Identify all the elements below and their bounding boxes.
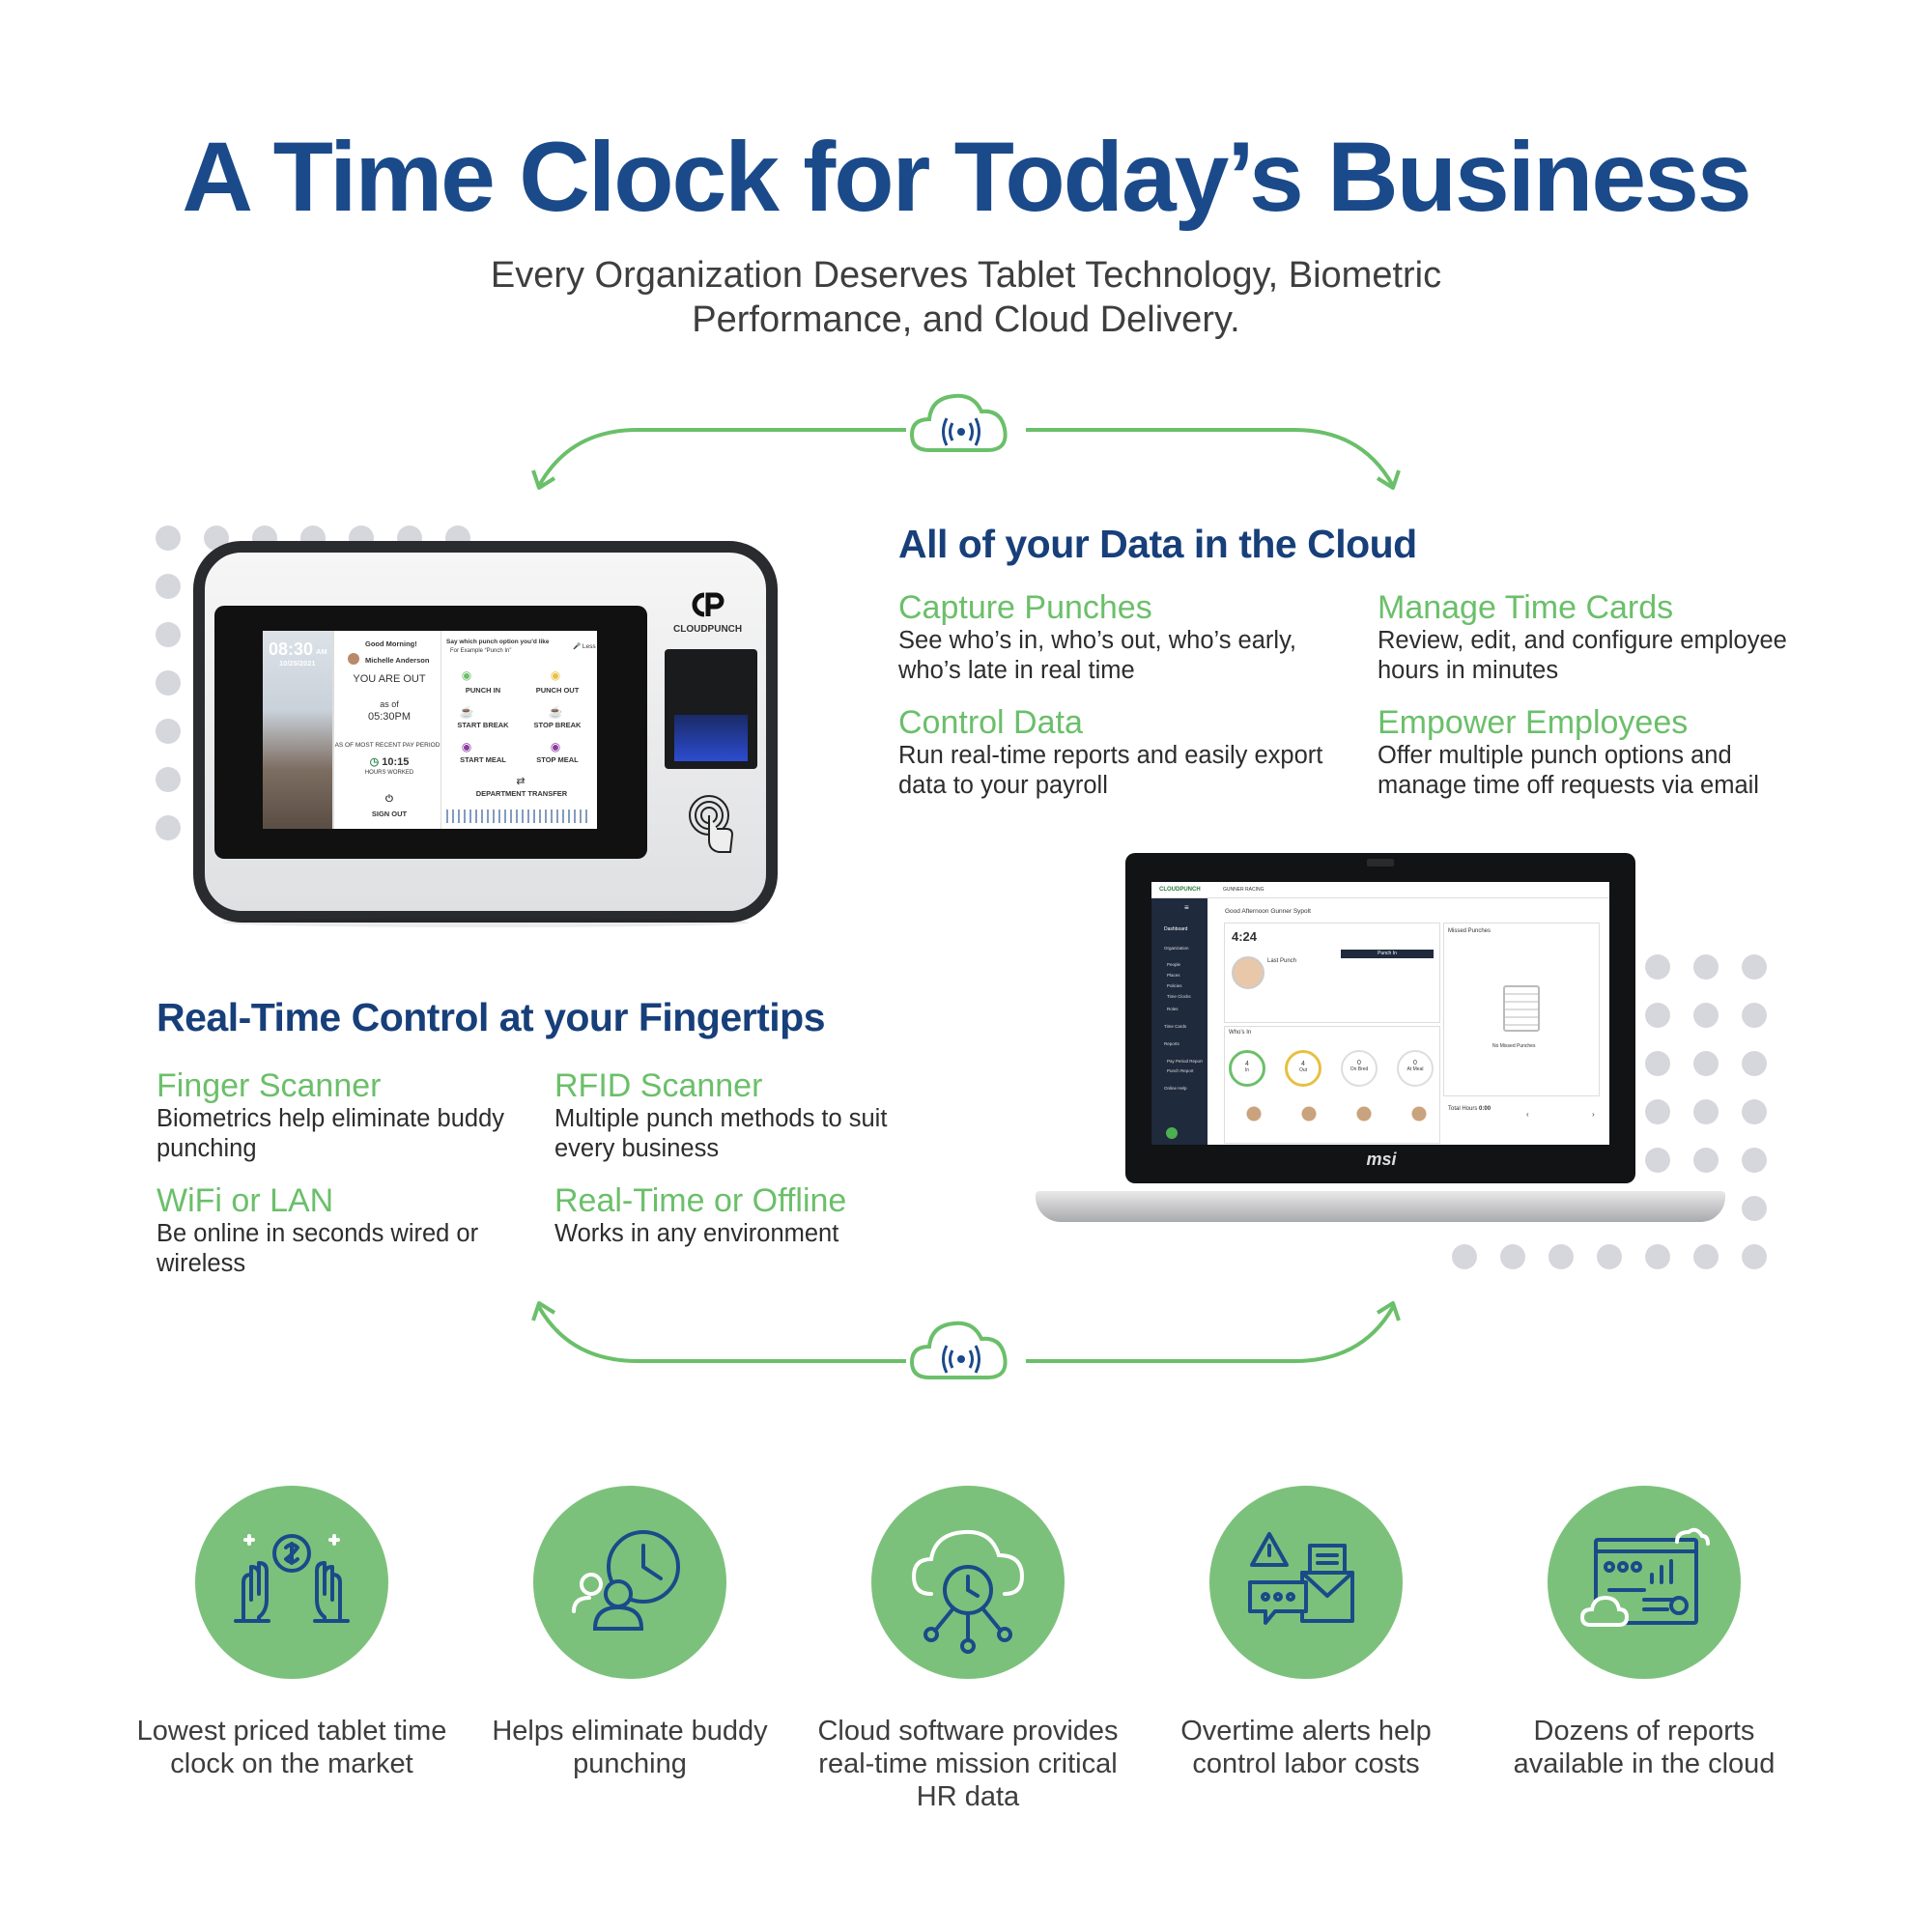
benefit-caption-price: Lowest priced tablet time clock on the m… xyxy=(136,1716,447,1779)
punch-out-icon: ◉ xyxy=(550,668,561,682)
benefit-caption-cloud: Cloud software provides real-time missio… xyxy=(817,1716,1119,1812)
punch-in-button[interactable]: PUNCH IN xyxy=(465,686,501,695)
benefit-caption-reports: Dozens of reports available in the cloud xyxy=(1513,1716,1776,1779)
nav-time-cards[interactable]: Time Cards xyxy=(1164,1024,1187,1029)
shuffle-icon: ⇄ xyxy=(516,776,526,787)
punch-status: YOU ARE OUT xyxy=(353,673,426,685)
chat-button[interactable] xyxy=(1166,1127,1178,1139)
control-section-title: Real-Time Control at your Fingertips xyxy=(156,995,826,1039)
nav-places[interactable]: Places xyxy=(1167,973,1180,978)
benefit-caption-overtime: Overtime alerts help control labor costs xyxy=(1180,1716,1432,1779)
city-photo xyxy=(263,631,332,829)
nav-organization[interactable]: Organization xyxy=(1164,946,1189,951)
stop-meal-button[interactable]: STOP MEAL xyxy=(536,755,579,764)
alert-mail-icon xyxy=(1209,1486,1403,1679)
start-meal-icon: ◉ xyxy=(461,740,472,753)
whos-in-card xyxy=(1224,1026,1440,1144)
nav-roles[interactable]: Roles xyxy=(1167,1007,1179,1011)
app-sidebar xyxy=(1151,898,1208,1145)
sync-arrow-bottom xyxy=(531,1301,1401,1363)
nav-people[interactable]: People xyxy=(1167,962,1181,967)
start-break-icon: ☕ xyxy=(459,705,474,719)
nav-policies[interactable]: Policies xyxy=(1167,983,1182,988)
punch-card xyxy=(1224,923,1440,1023)
power-icon[interactable]: ⏻ xyxy=(385,794,393,805)
page-subtitle: Every Organization Deserves Tablet Techn… xyxy=(490,255,1442,340)
chevron-left-icon[interactable]: ‹ xyxy=(1526,1110,1529,1119)
laptop-brand: msi xyxy=(1366,1150,1397,1169)
sign-out-button[interactable]: SIGN OUT xyxy=(371,810,408,818)
cloudpunch-logo-icon xyxy=(692,592,724,617)
missed-punches-card xyxy=(1443,923,1600,1096)
cloud-wifi-icon xyxy=(909,393,1008,452)
punch-out-button[interactable]: PUNCH OUT xyxy=(535,686,580,695)
avatar xyxy=(348,653,359,665)
nav-reports[interactable]: Reports xyxy=(1164,1041,1179,1046)
voice-waveform xyxy=(446,810,591,823)
benefit-caption-buddy: Helps eliminate buddy punching xyxy=(492,1716,768,1779)
rfid-tap-icon[interactable] xyxy=(688,792,738,860)
sync-arrow-top xyxy=(531,428,1401,490)
device-brand: CLOUDPUNCH xyxy=(673,624,743,635)
report-dashboard-icon xyxy=(1548,1486,1741,1679)
webcam xyxy=(1367,859,1394,867)
cloud-wifi-icon xyxy=(909,1321,1008,1379)
device-time: 08:30 xyxy=(269,639,314,659)
hours-worked: ◷ 10:15 xyxy=(369,756,410,768)
stop-meal-icon: ◉ xyxy=(550,740,561,753)
cloud-section-title: All of your Data in the Cloud xyxy=(898,522,1417,566)
employee-avatars xyxy=(1246,1106,1430,1122)
dashboard-time: 4:24 xyxy=(1232,929,1258,944)
nav-time-clocks[interactable]: Time Clocks xyxy=(1167,994,1191,999)
chevron-right-icon[interactable]: › xyxy=(1592,1110,1595,1119)
nav-pay-period-report[interactable]: Pay Period Report xyxy=(1167,1059,1203,1064)
start-break-button[interactable]: START BREAK xyxy=(457,721,509,729)
department-transfer-button[interactable]: DEPARTMENT TRANSFER xyxy=(475,789,568,798)
stop-break-icon: ☕ xyxy=(548,705,563,719)
clipboard-icon xyxy=(1503,985,1540,1032)
user-clock-icon xyxy=(533,1486,726,1679)
punch-in-button[interactable]: Punch In xyxy=(1341,950,1434,958)
start-meal-button[interactable]: START MEAL xyxy=(460,755,506,764)
cloud-clock-icon xyxy=(871,1486,1065,1679)
stop-break-button[interactable]: STOP BREAK xyxy=(533,721,582,729)
user-avatar xyxy=(1232,956,1264,989)
punch-in-icon: ◉ xyxy=(461,668,472,682)
dashboard-greeting: Good Afternoon Gunner Sypolt xyxy=(1225,908,1311,915)
nav-online-help[interactable]: Online Help xyxy=(1164,1086,1187,1091)
less-toggle[interactable]: 🎤 Less xyxy=(573,643,596,650)
app-logo: CLOUDPUNCH xyxy=(1159,887,1201,893)
hamburger-icon[interactable]: ≡ xyxy=(1184,903,1189,912)
nav-dashboard[interactable]: Dashboard xyxy=(1164,926,1188,932)
device-shadow xyxy=(222,918,749,927)
nav-punch-report[interactable]: Punch Report xyxy=(1167,1068,1194,1073)
money-hands-icon xyxy=(195,1486,388,1679)
page-title: A Time Clock for Today’s Business xyxy=(182,122,1751,232)
